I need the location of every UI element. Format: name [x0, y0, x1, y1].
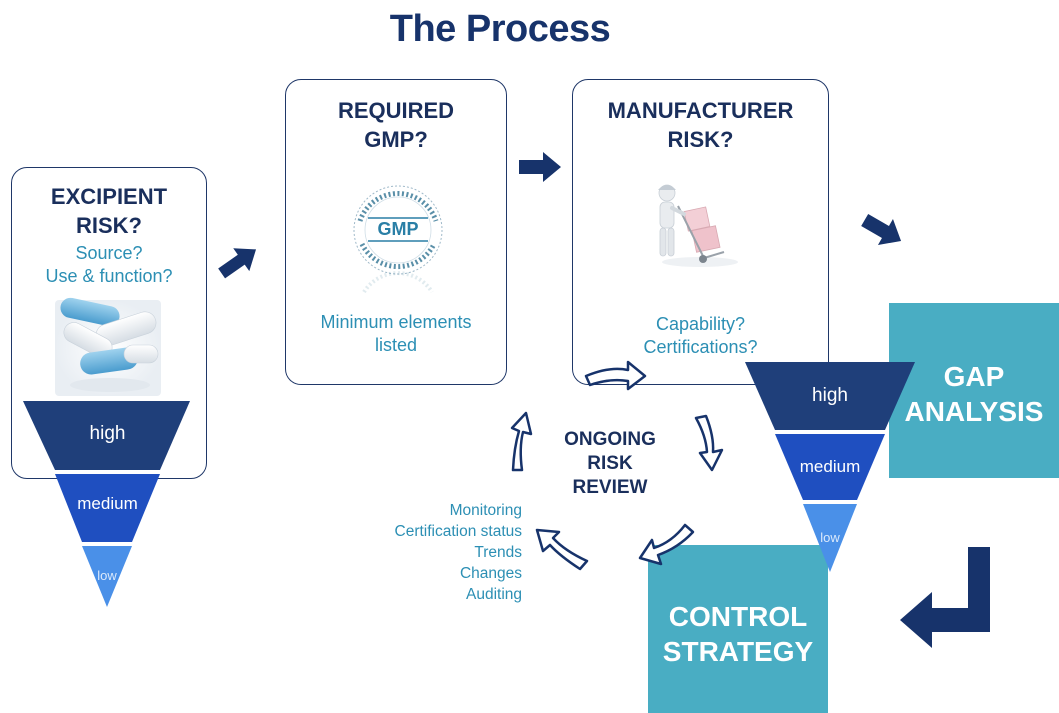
- gmp-listed: listed: [374, 335, 418, 355]
- excipient-use-function: Use & function?: [45, 266, 173, 286]
- excipient-source: Source?: [75, 243, 143, 263]
- left-funnel-medium-label: medium: [77, 494, 138, 513]
- gmp-seal-icon: [353, 185, 443, 294]
- gmp-title-line1: REQUIRED: [337, 98, 455, 123]
- cycle-arrow-up-icon: [510, 411, 533, 472]
- left-funnel-medium: [55, 474, 160, 542]
- right-funnel-low-label: low: [820, 530, 840, 545]
- review-item-monitoring: Monitoring: [449, 502, 522, 519]
- gmp-seal-text: GMP: [377, 219, 419, 239]
- left-funnel-low: [82, 546, 132, 607]
- ongoing-line1: ONGOING: [564, 429, 656, 450]
- gap-analysis-box: GAP ANALYSIS: [889, 303, 1059, 478]
- excipient-title-line1: EXCIPIENT: [50, 184, 168, 209]
- gap-analysis-line2: ANALYSIS: [904, 396, 1044, 427]
- left-funnel-high-label: high: [89, 423, 126, 444]
- ongoing-line3: REVIEW: [572, 477, 648, 498]
- excipient-title-line2: RISK?: [76, 213, 142, 238]
- review-item-changes: Changes: [459, 565, 522, 582]
- review-item-trends: Trends: [474, 544, 522, 561]
- right-funnel-medium: [775, 434, 885, 500]
- right-funnel-high: [745, 362, 915, 430]
- manufacturer-title-line1: MANUFACTURER: [607, 98, 794, 123]
- cycle-arrow-up-left-icon: [535, 528, 589, 571]
- control-strategy-line1: CONTROL: [668, 601, 808, 632]
- left-risk-funnel: [23, 401, 190, 607]
- review-items-list: Monitoring Certification status Trends C…: [330, 500, 523, 605]
- review-item-certification-status: Certification status: [394, 523, 523, 540]
- cycle-arrows: [510, 360, 724, 571]
- left-funnel-low-label: low: [97, 568, 117, 583]
- manufacturer-certifications: Certifications?: [643, 337, 758, 357]
- gap-analysis-line1: GAP: [943, 361, 1005, 392]
- control-strategy-box: CONTROL STRATEGY: [648, 545, 828, 713]
- right-funnel-high-label: high: [812, 385, 848, 406]
- page-title: The Process: [389, 8, 611, 50]
- gmp-title-line2: GMP?: [364, 127, 428, 152]
- right-risk-funnel: [745, 362, 915, 572]
- elbow-arrow-icon: [900, 547, 990, 648]
- arrow-right-icon: [519, 152, 561, 182]
- ongoing-line2: RISK: [587, 453, 633, 474]
- hand-truck-figure-icon: [658, 184, 738, 267]
- gmp-minimum-elements: Minimum elements: [320, 312, 472, 332]
- flow-arrows: [218, 152, 990, 648]
- arrow-down-right-icon: [861, 213, 902, 245]
- arrow-up-right-icon: [218, 248, 257, 279]
- manufacturer-capability: Capability?: [655, 314, 746, 334]
- manufacturer-title-line2: RISK?: [667, 127, 734, 152]
- cycle-arrow-down-icon: [694, 414, 724, 472]
- ongoing-risk-review: ONGOING RISK REVIEW: [540, 428, 680, 500]
- right-funnel-low: [803, 504, 857, 572]
- right-funnel-medium-label: medium: [799, 457, 861, 476]
- review-item-auditing: Auditing: [465, 586, 522, 603]
- cycle-arrow-right-icon: [584, 360, 647, 391]
- capsules-image: [55, 297, 161, 396]
- left-funnel-high: [23, 401, 190, 470]
- cycle-arrow-down-left-icon: [638, 523, 695, 566]
- control-strategy-line2: STRATEGY: [662, 636, 814, 667]
